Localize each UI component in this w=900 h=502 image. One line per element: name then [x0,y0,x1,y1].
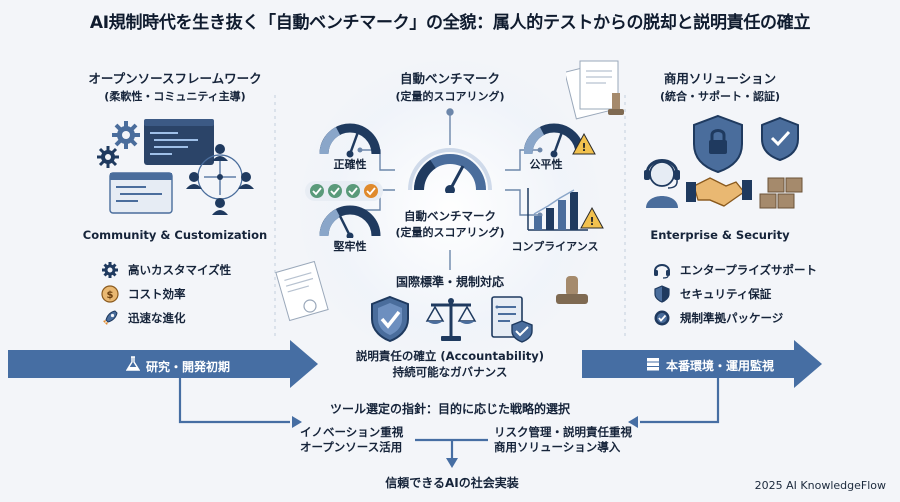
right-subheading: (統合・サポート・認証) [659,90,781,103]
gear-icon [112,121,140,149]
copyright: 2025 AI KnowledgeFlow [754,479,886,492]
accuracy-gauge-icon [319,123,381,158]
lock-shield-icon [693,114,743,174]
audit-document-icon [491,296,533,343]
robustness-label: 堅牢性 [333,240,367,253]
rocket-icon [100,308,120,328]
accuracy-label: 正確性 [333,158,367,171]
list-item: 規制準拠パッケージ [652,306,817,330]
badge-check-icon [652,308,672,328]
robustness-gauge-icon [319,205,381,238]
left-choice-line2: オープンソース活用 [300,440,403,454]
svg-text:$: $ [107,290,114,301]
hub-sublabel: (定量的スコアリング) [395,226,505,239]
gear-icon [97,146,119,168]
right-choice-line1: リスク管理・説明責任重視 [494,425,632,439]
accountability-line1: 説明責任の確立 (Accountability) [355,349,545,363]
central-gauge-icon [408,148,492,193]
left-subheading: (柔軟性・コミュニティ主導) [104,90,246,103]
headset-icon [652,260,672,280]
community-illustration [97,119,254,215]
scale-of-justice-icon [425,298,477,341]
right-heading-block: 商用ソリューション (統合・サポート・認証) [605,68,835,104]
list-item: 高いカスタマイズ性 [100,258,231,282]
shield-check-icon [371,295,409,343]
left-arrow-label: 研究・開発初期 [125,356,230,376]
right-heading: 商用ソリューション [663,71,777,86]
list-item: $ コスト効率 [100,282,231,306]
check-shield-icon [761,116,799,162]
fairness-gauge-icon: ! [524,123,596,158]
check-dots-icon [305,181,383,201]
compliance-label: コンプライアンス [511,240,599,253]
center-subheading: (定量的スコアリング) [395,90,505,103]
support-agent-icon [644,159,680,208]
warning-icon: ! [572,132,596,155]
left-heading-block: オープンソースフレームワーク (柔軟性・コミュニティ主導) [60,68,290,104]
flask-icon [125,356,141,376]
left-caption: Community & Customization [82,228,268,242]
hub-label: 自動ベンチマーク [404,209,496,223]
compliance-bar-chart-icon: ! [527,188,604,231]
stamp-icon [556,276,588,304]
enterprise-illustration [644,114,803,209]
person-icon [186,144,254,215]
svg-text:!: ! [589,215,594,228]
certificate-document-icon [566,60,624,120]
fairness-label: 公平性 [529,158,563,171]
right-caption: Enterprise & Security [650,228,790,242]
accountability-line2: 持続可能なガバナンス [392,365,508,379]
page-title: AI規制時代を生き抜く「自動ベンチマーク」の全貌：属人的テストからの脱却と説明責… [89,13,811,33]
package-boxes-icon [759,177,803,209]
guideline-text: ツール選定の指針：目的に応じた戦略的選択 [329,402,570,416]
list-item: セキュリティ保証 [652,282,817,306]
goal-text: 信頼できるAIの社会実装 [385,476,519,490]
warning-icon: ! [580,206,604,229]
list-item: 迅速な進化 [100,306,231,330]
gear-icon [100,260,120,280]
standards-heading: 国際標準・規制対応 [395,275,504,289]
center-heading-block: 自動ベンチマーク (定量的スコアリング) [335,68,565,104]
right-arrow-label: 本番環境・運用監視 [646,356,774,375]
left-heading: オープンソースフレームワーク [88,71,262,86]
document-icon [275,260,329,322]
handshake-icon [686,177,752,207]
left-feature-list: 高いカスタマイズ性 $ コスト効率 迅速な進化 [100,258,231,330]
server-icon [646,356,660,375]
dollar-coin-icon: $ [100,284,120,304]
right-feature-list: エンタープライズサポート セキュリティ保証 規制準拠パッケージ [652,258,817,330]
svg-text:!: ! [581,141,586,154]
right-choice-line2: 商用ソリューション導入 [494,440,621,454]
left-choice-line1: イノベーション重視 [300,425,404,439]
shield-icon [652,284,672,304]
center-heading: 自動ベンチマーク [399,71,500,86]
list-item: エンタープライズサポート [652,258,817,282]
